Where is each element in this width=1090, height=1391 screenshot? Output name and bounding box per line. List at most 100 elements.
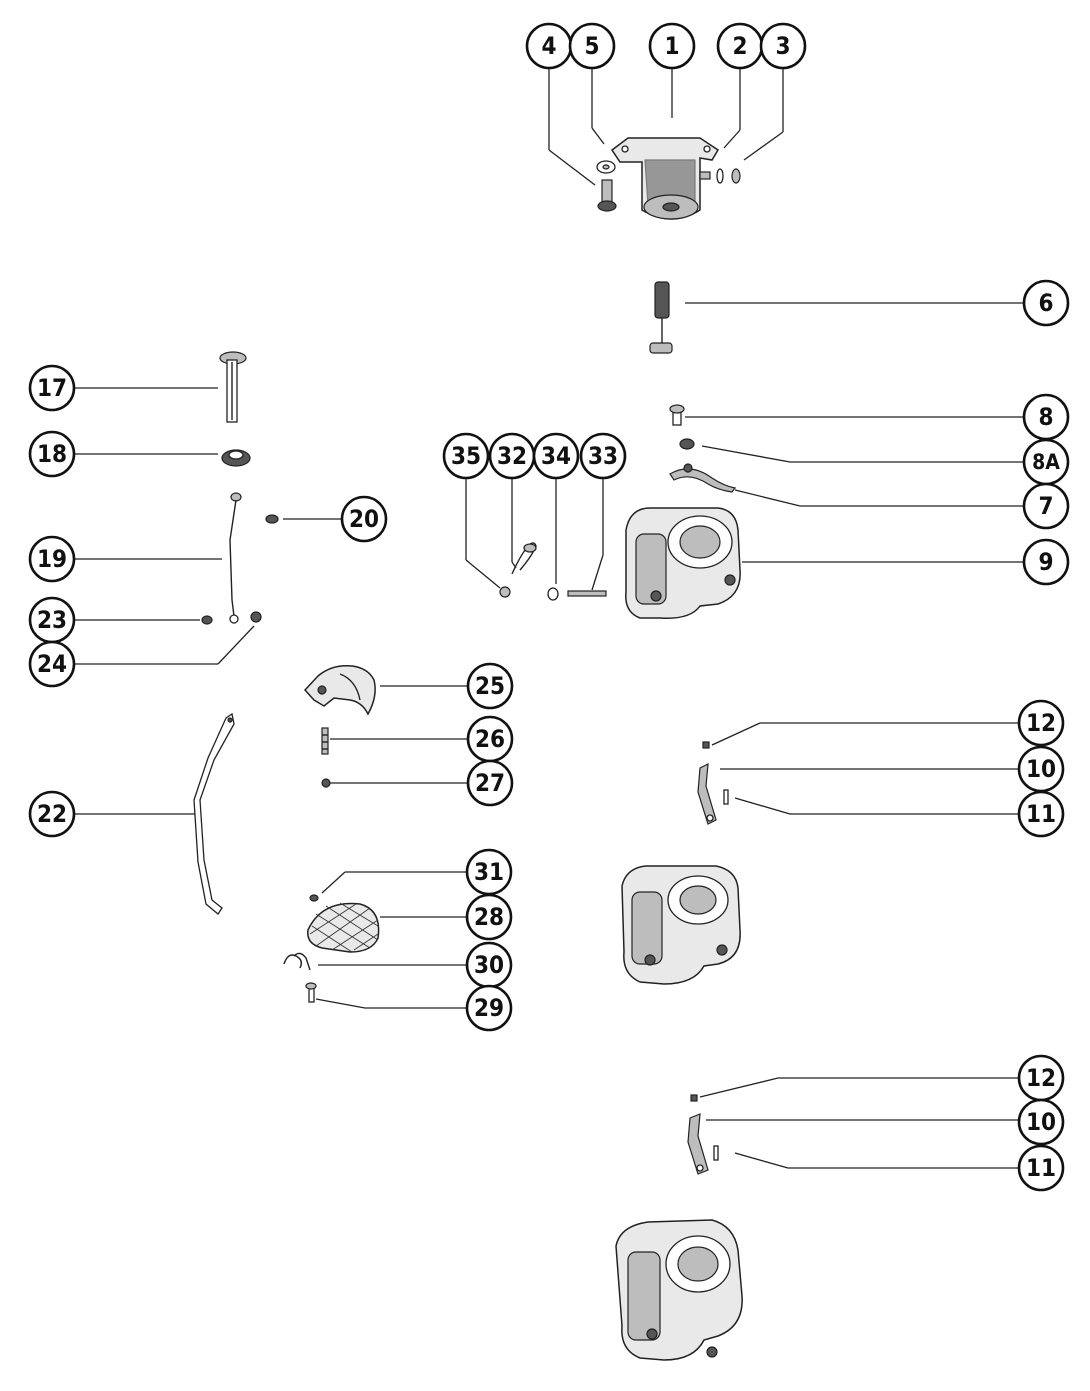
svg-text:9: 9 <box>1038 548 1053 576</box>
callout-22: 22 <box>28 790 76 838</box>
callout-12-lower: 12 <box>1017 1054 1065 1102</box>
svg-text:10: 10 <box>1026 755 1056 783</box>
part-22-lever <box>193 712 235 915</box>
part-9-carburetor-body <box>625 507 741 619</box>
part-34-washer <box>547 587 559 601</box>
part-2-small-washer <box>716 168 724 184</box>
leader-lines <box>74 68 1024 1169</box>
callout-23: 23 <box>28 596 76 644</box>
svg-text:12: 12 <box>1026 709 1056 737</box>
part-30-spring <box>283 952 311 971</box>
part-11-pin-upper <box>723 789 729 805</box>
callout-12-upper: 12 <box>1017 699 1065 747</box>
svg-text:11: 11 <box>1026 800 1056 828</box>
svg-text:35: 35 <box>451 442 481 470</box>
svg-text:30: 30 <box>474 951 504 979</box>
part-23-nut <box>201 615 213 625</box>
callout-9: 9 <box>1022 538 1070 586</box>
svg-text:5: 5 <box>584 32 599 60</box>
callout-11-lower: 11 <box>1017 1144 1065 1192</box>
svg-text:29: 29 <box>474 994 504 1022</box>
part-12-nut-upper <box>702 741 710 749</box>
callout-10-upper: 10 <box>1017 745 1065 793</box>
callout-20: 20 <box>340 495 388 543</box>
svg-text:8: 8 <box>1038 403 1053 431</box>
svg-text:23: 23 <box>37 606 67 634</box>
svg-text:24: 24 <box>37 650 67 678</box>
svg-text:31: 31 <box>474 858 504 886</box>
callout-19: 19 <box>28 535 76 583</box>
callout-11-upper: 11 <box>1017 790 1065 838</box>
callout-3: 3 <box>759 22 807 70</box>
part-17-rod <box>219 351 247 423</box>
svg-text:20: 20 <box>349 505 379 533</box>
part-3-small-nut <box>731 168 741 184</box>
part-26-screw <box>321 727 329 755</box>
callout-7: 7 <box>1022 482 1070 530</box>
callout-18: 18 <box>28 430 76 478</box>
callout-26: 26 <box>466 715 514 763</box>
svg-text:3: 3 <box>775 32 790 60</box>
svg-text:17: 17 <box>37 374 67 402</box>
svg-text:28: 28 <box>474 903 504 931</box>
part-5-washer <box>596 160 616 174</box>
callout-31: 31 <box>465 848 513 896</box>
callout-10-lower: 10 <box>1017 1098 1065 1146</box>
part-11-pin-lower <box>713 1145 719 1161</box>
svg-text:2: 2 <box>732 32 747 60</box>
part-31-clip <box>309 894 319 902</box>
callout-8: 8 <box>1022 393 1070 441</box>
part-8a-washer <box>679 438 695 450</box>
part-35-nut <box>499 586 511 598</box>
callout-2: 2 <box>716 22 764 70</box>
part-6-nozzle <box>649 281 673 354</box>
part-28-screen <box>307 902 380 953</box>
callout-1: 1 <box>648 22 696 70</box>
svg-text:8A: 8A <box>1032 450 1060 474</box>
part-10-arm-upper <box>697 762 717 825</box>
part-12-nut-lower <box>690 1094 698 1102</box>
callout-5: 5 <box>568 22 616 70</box>
part-20-screw <box>265 514 279 524</box>
svg-text:33: 33 <box>588 442 618 470</box>
svg-text:6: 6 <box>1038 289 1053 317</box>
callout-4: 4 <box>525 22 573 70</box>
callout-24: 24 <box>28 640 76 688</box>
svg-text:18: 18 <box>37 440 67 468</box>
svg-text:7: 7 <box>1038 492 1053 520</box>
svg-text:26: 26 <box>475 725 505 753</box>
part-7-clip <box>669 463 737 493</box>
part-10-arm-lower <box>687 1113 709 1175</box>
callout-8a: 8A <box>1022 438 1070 486</box>
part-32-spring <box>511 542 537 575</box>
callout-35: 35 <box>442 432 490 480</box>
part-29-screw <box>305 982 317 1003</box>
svg-text:32: 32 <box>497 442 527 470</box>
part-27-nut <box>321 778 331 788</box>
part-33-pin <box>567 590 607 597</box>
callout-30: 30 <box>465 941 513 989</box>
carburetor-body-lower <box>615 1219 743 1361</box>
callout-32: 32 <box>488 432 536 480</box>
svg-text:11: 11 <box>1026 1154 1056 1182</box>
callout-17: 17 <box>28 364 76 412</box>
svg-text:10: 10 <box>1026 1108 1056 1136</box>
callout-27: 27 <box>466 759 514 807</box>
callout-34: 34 <box>532 432 580 480</box>
part-24-nut <box>250 611 262 623</box>
part-8-screw <box>669 404 685 426</box>
svg-text:1: 1 <box>664 32 679 60</box>
part-1-flange <box>610 137 720 220</box>
callout-25: 25 <box>466 662 514 710</box>
callout-29: 29 <box>465 984 513 1032</box>
svg-text:27: 27 <box>475 769 505 797</box>
svg-text:4: 4 <box>541 32 556 60</box>
svg-text:25: 25 <box>475 672 505 700</box>
callout-33: 33 <box>579 432 627 480</box>
callout-6: 6 <box>1022 279 1070 327</box>
svg-text:12: 12 <box>1026 1064 1056 1092</box>
part-19-link-rod <box>229 492 242 624</box>
callout-28: 28 <box>465 893 513 941</box>
part-4-screw <box>597 179 617 212</box>
